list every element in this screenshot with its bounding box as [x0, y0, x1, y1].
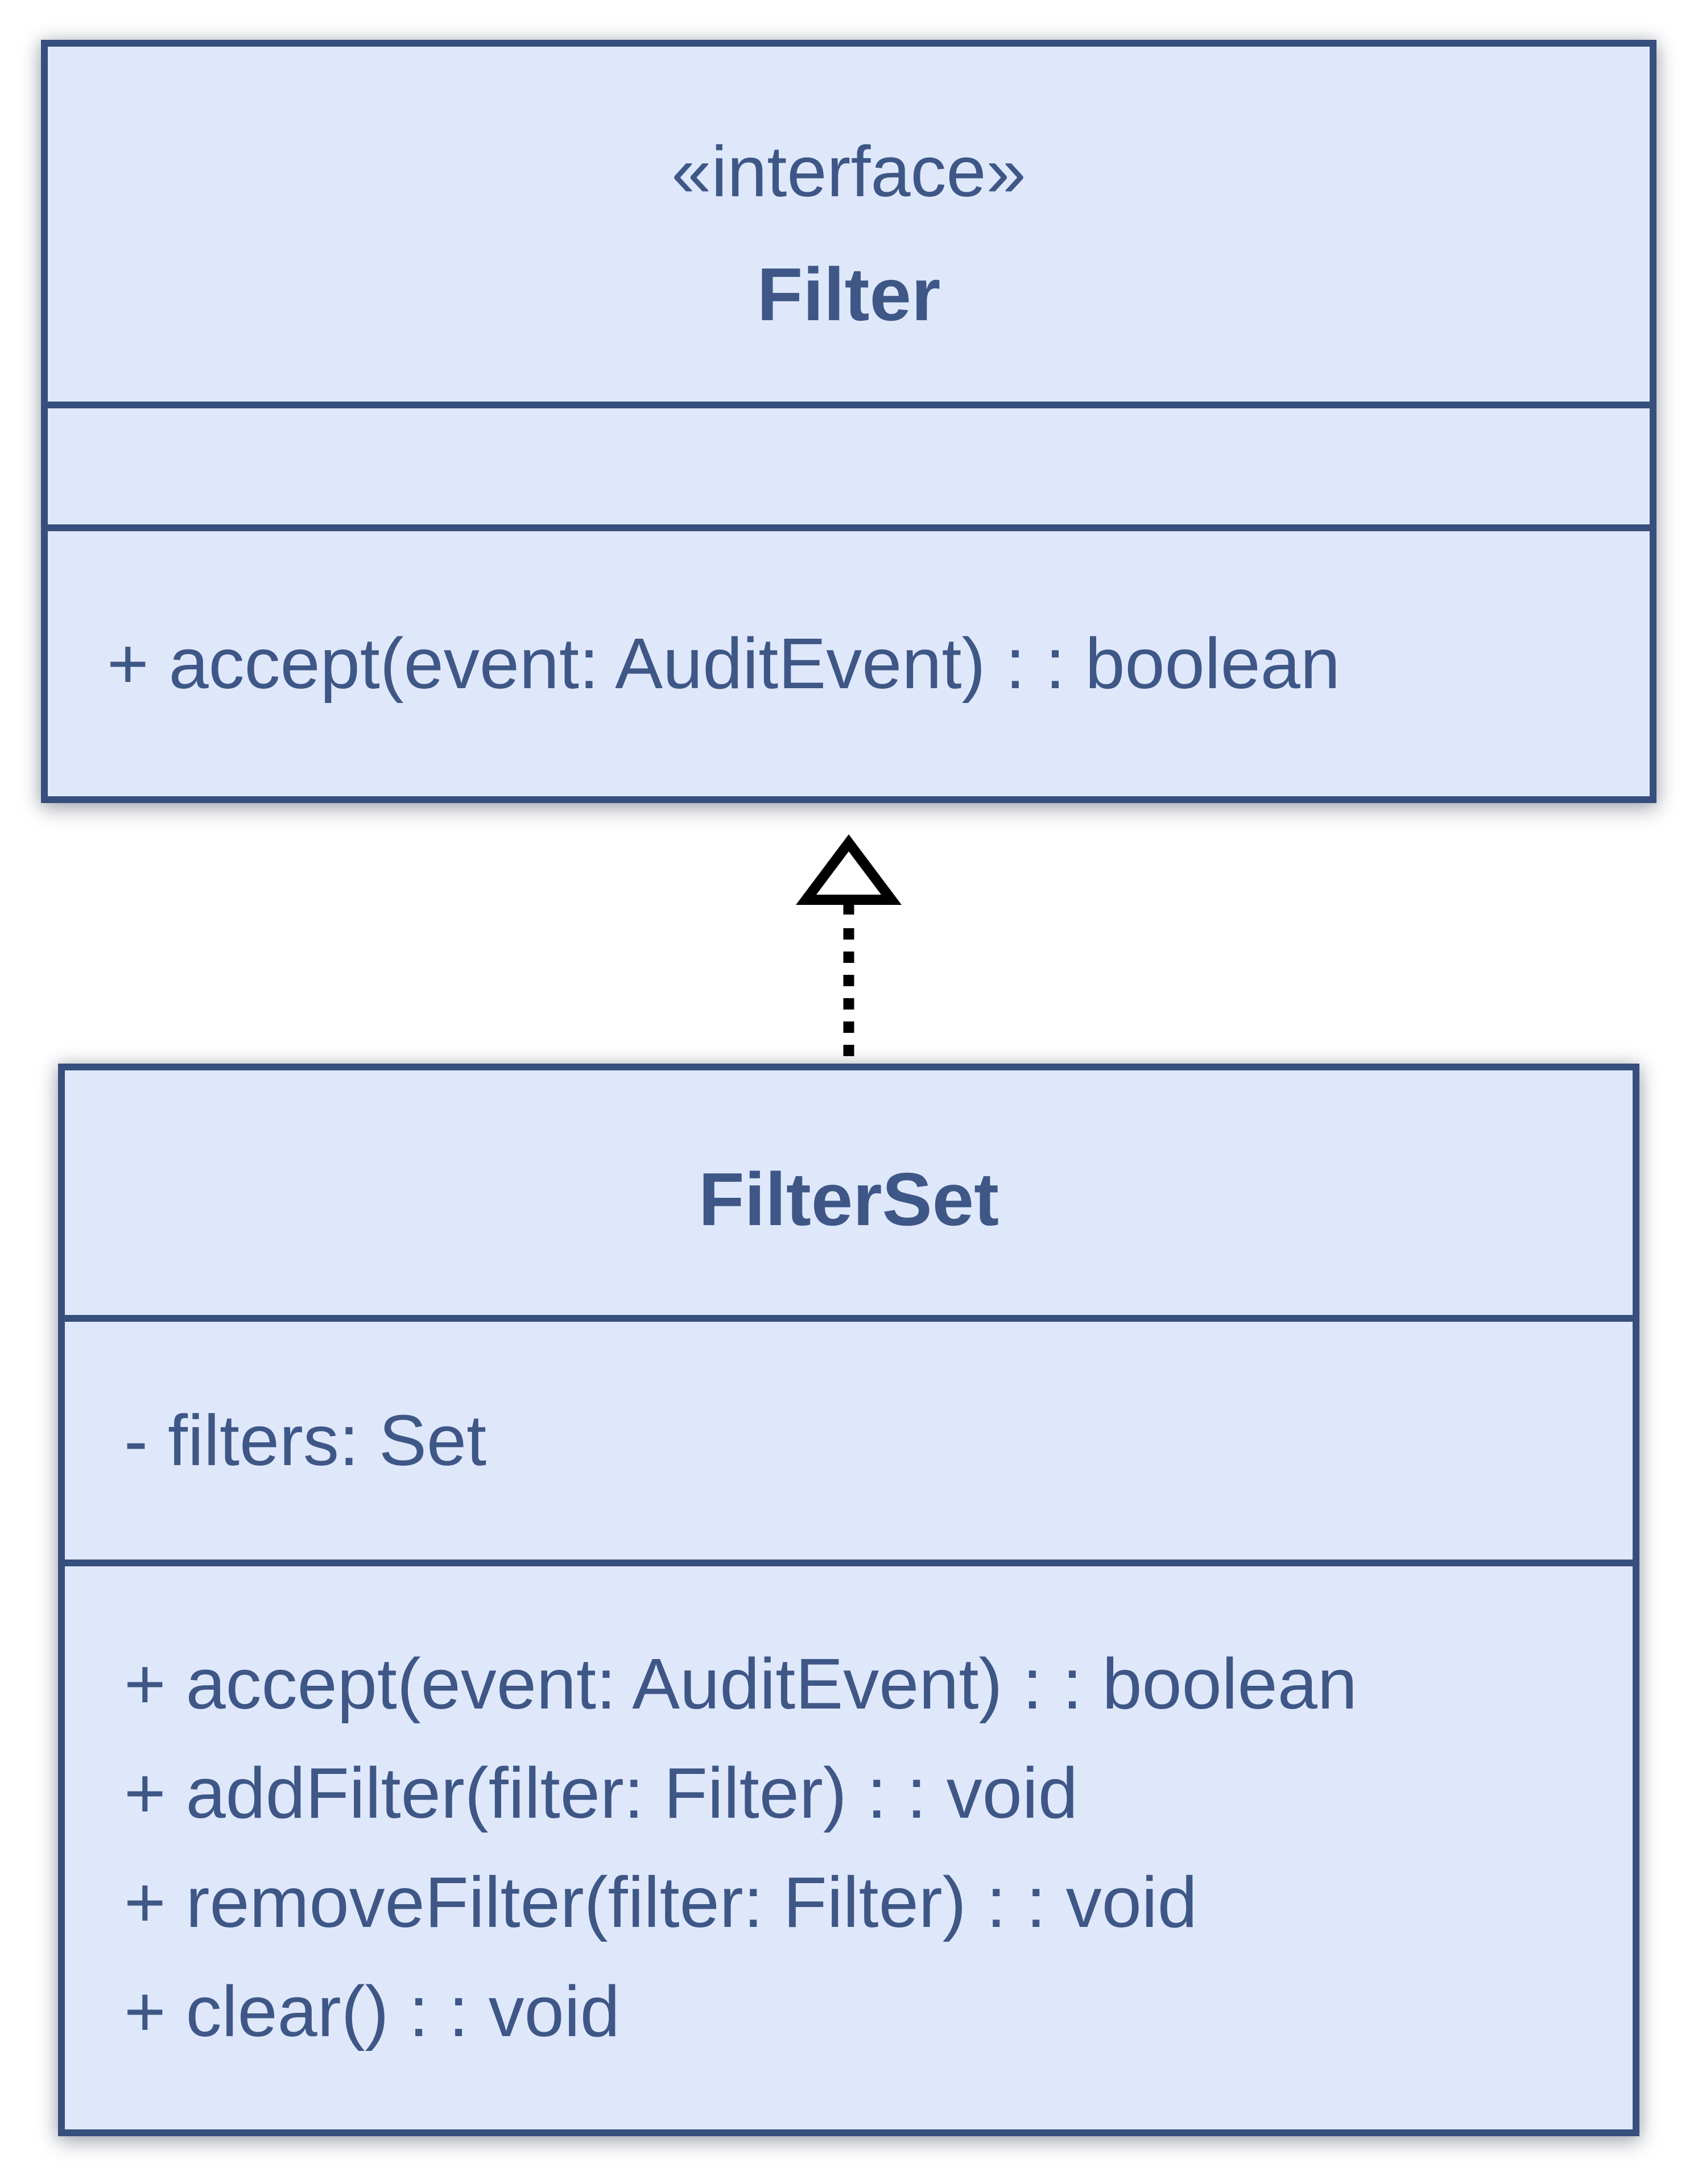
method-item: + accept(event: AuditEvent) : : boolean — [107, 623, 1340, 704]
filter-attributes-compartment — [48, 402, 1650, 524]
method-item: + clear() : : void — [124, 1971, 620, 2051]
filterset-methods-compartment: + accept(event: AuditEvent) : : boolean … — [65, 1560, 1633, 2129]
class-box-filterset[interactable]: FilterSet - filters: Set + accept(event:… — [58, 1064, 1639, 2136]
stereotype-label: «interface» — [671, 131, 1026, 212]
class-name-filter: Filter — [757, 253, 941, 336]
attribute-item: - filters: Set — [124, 1400, 487, 1480]
filter-methods-compartment: + accept(event: AuditEvent) : : boolean — [48, 524, 1650, 796]
filterset-title-compartment: FilterSet — [65, 1070, 1633, 1315]
class-box-filter[interactable]: «interface» Filter + accept(event: Audit… — [41, 40, 1656, 803]
arrow-hollow-triangle-icon — [796, 834, 902, 905]
filter-title-compartment: «interface» Filter — [48, 47, 1650, 402]
filterset-attributes-compartment: - filters: Set — [65, 1315, 1633, 1560]
method-item: + addFilter(filter: Filter) : : void — [124, 1753, 1078, 1833]
class-name-filterset: FilterSet — [698, 1157, 999, 1241]
method-item: + accept(event: AuditEvent) : : boolean — [124, 1644, 1357, 1724]
method-item: + removeFilter(filter: Filter) : : void — [124, 1862, 1197, 1942]
realization-arrow[interactable] — [758, 834, 940, 1064]
